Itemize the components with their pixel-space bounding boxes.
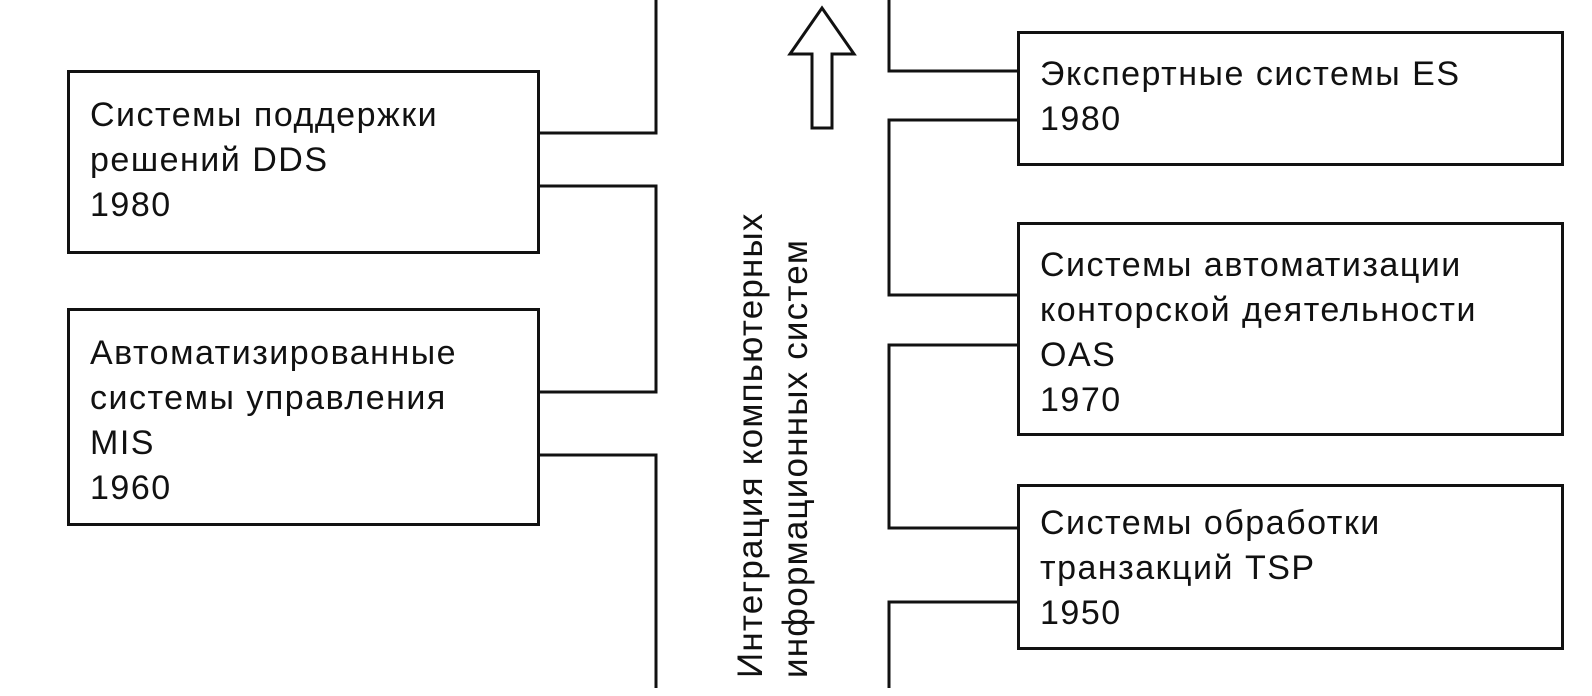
left-trunk-top <box>540 0 658 135</box>
right-connector-es-oas <box>887 118 1017 297</box>
right-trunk-top <box>887 0 1017 73</box>
box-line: OAS <box>1040 336 1117 374</box>
box-year: 1950 <box>1040 594 1122 632</box>
box-management-information-systems: Автоматизированные системы управления MI… <box>67 308 540 526</box>
box-line: системы управления <box>90 379 447 417</box>
box-year: 1960 <box>90 469 172 507</box>
box-line: Системы автоматизации <box>1040 246 1462 284</box>
caption-line: информационных систем <box>776 238 815 678</box>
box-expert-systems: Экспертные системы ES 1980 <box>1017 31 1564 166</box>
right-trunk-bottom <box>887 600 1017 688</box>
box-year: 1970 <box>1040 381 1122 419</box>
box-line: транзакций TSP <box>1040 549 1316 587</box>
right-connector-oas-tsp <box>887 343 1017 530</box>
box-line: Автоматизированные <box>90 334 458 372</box>
box-line: Системы поддержки <box>90 96 439 134</box>
left-trunk-bottom <box>540 453 658 688</box>
box-line: конторской деятельности <box>1040 291 1477 329</box>
box-line: Экспертные системы ES <box>1040 55 1461 93</box>
box-decision-support-systems: Системы поддержки решений DDS 1980 <box>67 70 540 254</box>
box-year: 1980 <box>90 186 172 224</box>
box-office-automation-systems: Системы автоматизации конторской деятель… <box>1017 222 1564 436</box>
box-year: 1980 <box>1040 100 1122 138</box>
arrow-up-icon <box>787 5 857 130</box>
caption-line: Интеграция компьютерных <box>731 212 770 678</box>
box-line: Системы обработки <box>1040 504 1381 542</box>
box-line: решений DDS <box>90 141 329 179</box>
left-connector-dds-mis <box>540 184 658 394</box>
box-transaction-processing-systems: Системы обработки транзакций TSP 1950 <box>1017 484 1564 650</box>
integration-caption: Интеграция компьютерных информационных с… <box>728 212 818 678</box>
box-line: MIS <box>90 424 155 462</box>
